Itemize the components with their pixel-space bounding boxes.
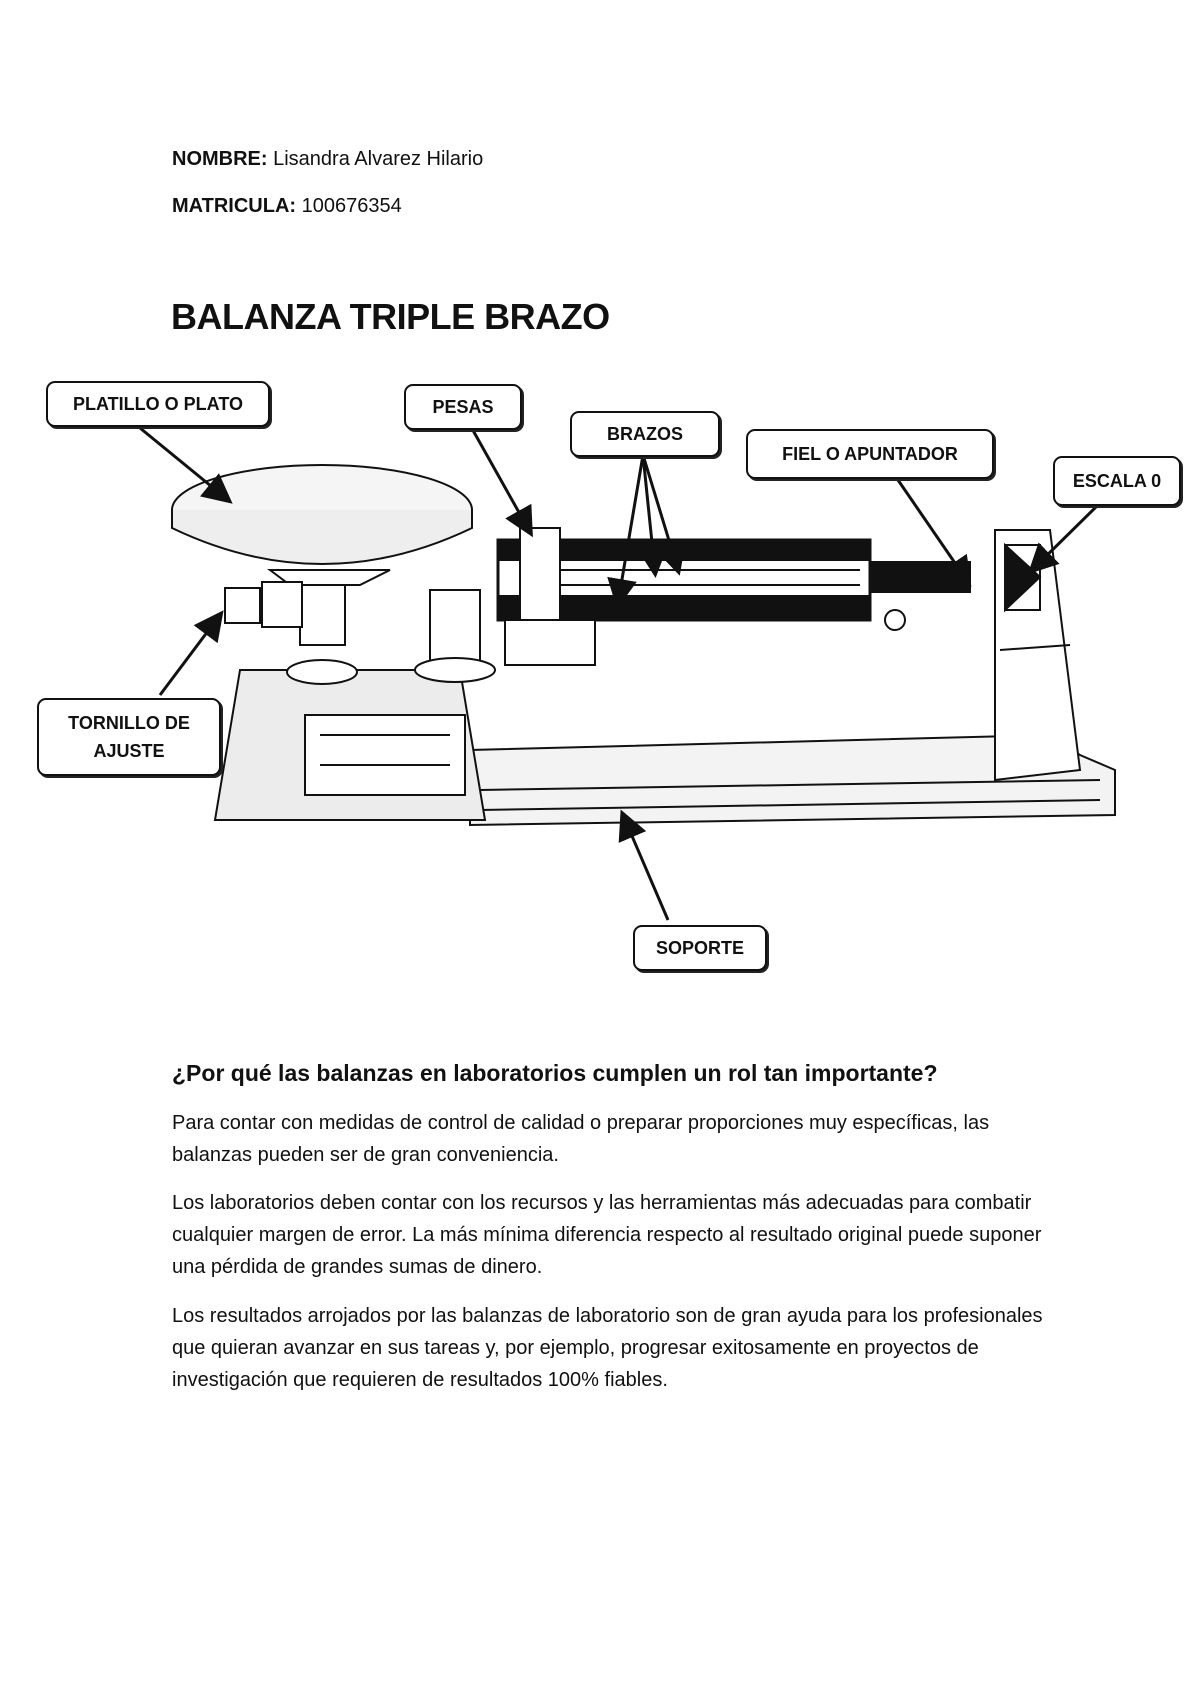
student-name-line: NOMBRE: Lisandra Alvarez Hilario bbox=[172, 147, 483, 171]
arrow-brazos-2 bbox=[637, 454, 668, 578]
label-escala-text: ESCALA 0 bbox=[1072, 471, 1162, 491]
label-platillo: PLATILLO O PLATO bbox=[46, 381, 270, 427]
paragraph-3: Los resultados arrojados por las balanza… bbox=[172, 1305, 1043, 1391]
arrow-platillo bbox=[139, 426, 233, 504]
label-pesas: PESAS bbox=[404, 384, 522, 430]
paragraph-1: Para contar con medidas de control de ca… bbox=[172, 1112, 990, 1166]
label-tornillo: TORNILLO DE AJUSTE bbox=[37, 698, 221, 776]
label-tornillo-line2: AJUSTE bbox=[93, 741, 165, 761]
balance-diagram: PLATILLO O PLATO PESAS BRAZOS FIEL O APU… bbox=[0, 370, 1200, 990]
arrow-brazos-3 bbox=[641, 454, 686, 576]
label-brazos: BRAZOS bbox=[570, 411, 720, 457]
pointer-arm bbox=[869, 561, 971, 593]
arrow-escala bbox=[1027, 503, 1100, 575]
paragraph-2: Los laboratorios deben contar con los re… bbox=[172, 1192, 1042, 1278]
name-label: NOMBRE: bbox=[172, 148, 268, 170]
label-soporte-text: SOPORTE bbox=[655, 938, 744, 958]
label-soporte: SOPORTE bbox=[633, 925, 767, 971]
matricula-line: MATRICULA: 100676354 bbox=[172, 194, 402, 218]
section-question: ¿Por qué las balanzas en laboratorios cu… bbox=[172, 1060, 938, 1086]
matricula-value: 100676354 bbox=[301, 195, 402, 217]
arrow-soporte bbox=[618, 809, 670, 921]
arrow-fiel bbox=[896, 479, 972, 587]
label-platillo-text: PLATILLO O PLATO bbox=[73, 394, 243, 414]
label-tornillo-line1: TORNILLO DE bbox=[68, 713, 190, 733]
arrow-brazos-1 bbox=[607, 454, 645, 609]
arrow-tornillo bbox=[158, 610, 224, 696]
adjustment-screw bbox=[224, 587, 261, 624]
label-brazos-text: BRAZOS bbox=[607, 424, 683, 444]
label-fiel-text: FIEL O APUNTADOR bbox=[782, 444, 958, 464]
matricula-label: MATRICULA: bbox=[172, 195, 297, 217]
label-pesas-text: PESAS bbox=[432, 397, 494, 417]
label-fiel: FIEL O APUNTADOR bbox=[746, 429, 994, 479]
document-title: BALANZA TRIPLE BRAZO bbox=[171, 296, 610, 337]
name-value: Lisandra Alvarez Hilario bbox=[273, 148, 484, 170]
arrow-pesas bbox=[468, 424, 533, 538]
balance-illustration bbox=[139, 424, 1116, 921]
label-escala: ESCALA 0 bbox=[1053, 456, 1181, 506]
